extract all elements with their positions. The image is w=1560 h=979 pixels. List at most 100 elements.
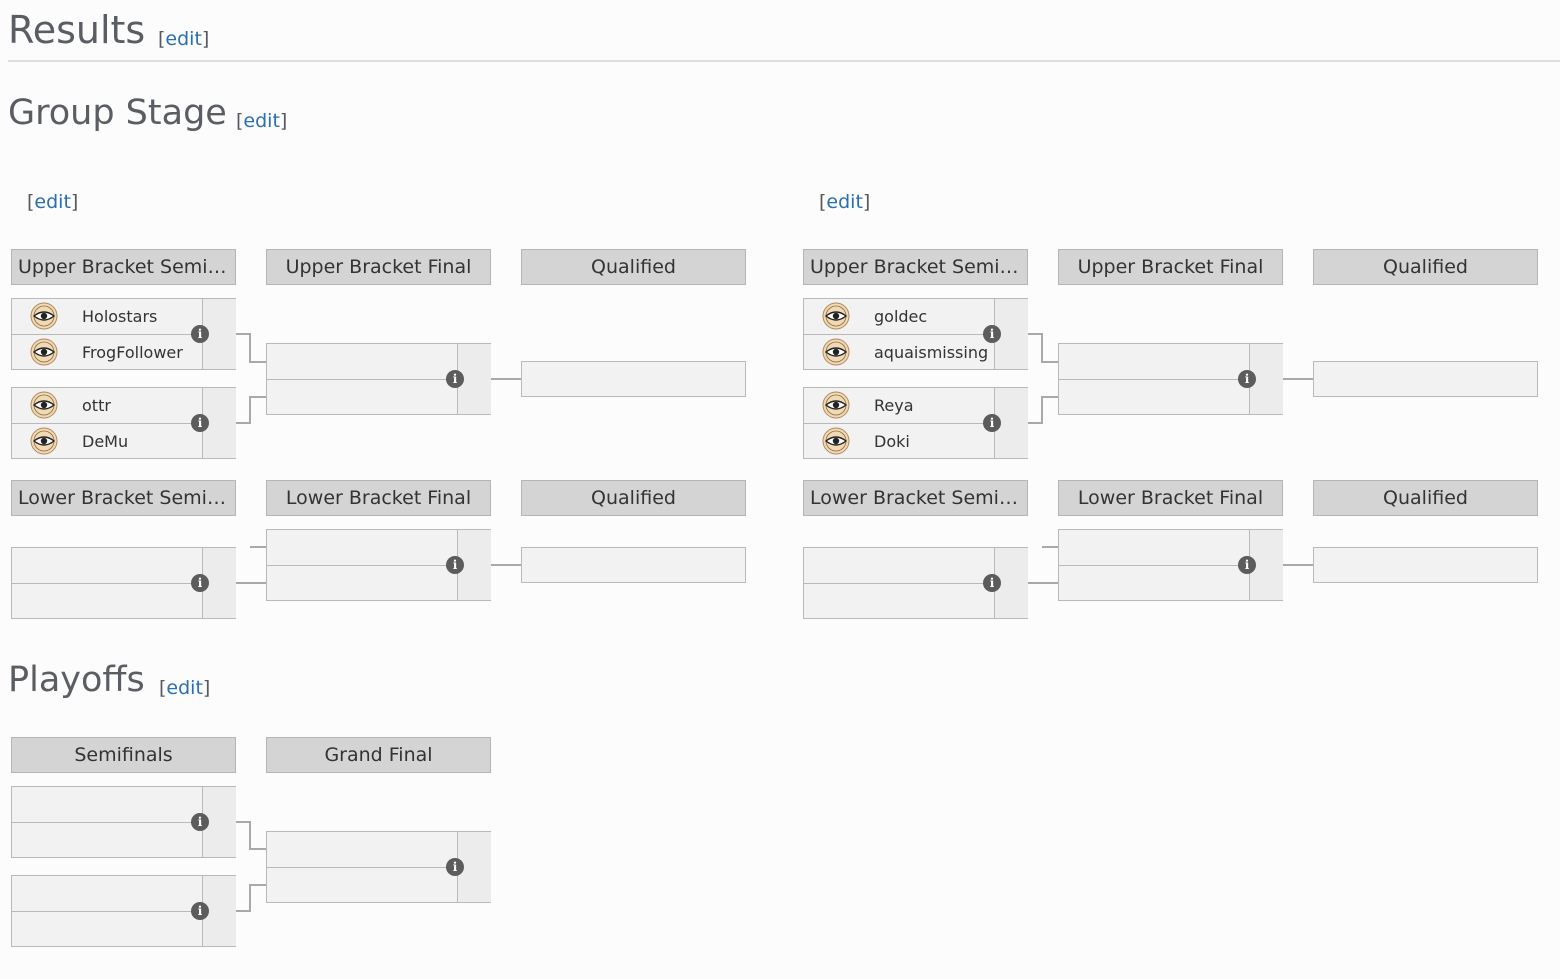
- team-row[interactable]: [267, 868, 457, 903]
- team-row[interactable]: [267, 566, 457, 601]
- info-icon[interactable]: i: [983, 574, 1001, 592]
- team-row[interactable]: [12, 548, 202, 583]
- info-icon[interactable]: i: [1238, 556, 1256, 574]
- group-a-ub-final-header: Upper Bracket Final: [266, 249, 491, 285]
- team-name: DeMu: [82, 432, 129, 451]
- playoffs-semifinals-header: Semifinals: [11, 737, 236, 773]
- row-divider: [804, 423, 994, 424]
- team-row[interactable]: ottr: [12, 388, 202, 423]
- row-divider: [804, 583, 994, 584]
- info-icon[interactable]: i: [191, 414, 209, 432]
- team-row[interactable]: [1059, 566, 1249, 601]
- group-b-ub-semifinal-1: goldec aquaismissing i: [803, 298, 1028, 370]
- team-row[interactable]: Holostars: [12, 299, 202, 334]
- row-divider: [1059, 565, 1249, 566]
- team-row[interactable]: [1059, 380, 1249, 415]
- group-b-lb-final-match: i: [1058, 529, 1283, 601]
- team-row[interactable]: [12, 584, 202, 619]
- group-b-lb-final-header: Lower Bracket Final: [1058, 480, 1283, 516]
- team-name: ottr: [82, 396, 111, 415]
- group-a-lb-final-match: i: [266, 529, 491, 601]
- group-b-qualified-upper-slot[interactable]: [1313, 361, 1538, 397]
- playoffs-heading: Playoffs: [8, 660, 145, 700]
- info-icon[interactable]: i: [983, 325, 1001, 343]
- eye-logo-icon: [822, 391, 850, 419]
- group-a-qualified-lower-header: Qualified: [521, 480, 746, 516]
- group-b-qualified-lower-header: Qualified: [1313, 480, 1538, 516]
- info-icon[interactable]: i: [191, 902, 209, 920]
- info-icon[interactable]: i: [446, 370, 464, 388]
- team-row[interactable]: FrogFollower: [12, 335, 202, 370]
- group-a-ub-final-match: i: [266, 343, 491, 415]
- group-a-qualified-upper-header: Qualified: [521, 249, 746, 285]
- team-row[interactable]: [804, 584, 994, 619]
- group-b-ub-final-header: Upper Bracket Final: [1058, 249, 1283, 285]
- info-icon[interactable]: i: [446, 858, 464, 876]
- group-b-lb-semifinal: i: [803, 547, 1028, 619]
- team-row[interactable]: DeMu: [12, 424, 202, 459]
- info-icon[interactable]: i: [983, 414, 1001, 432]
- group-stage-edit-link[interactable]: [edit]: [236, 110, 288, 132]
- team-row[interactable]: [804, 548, 994, 583]
- team-row[interactable]: [12, 912, 202, 947]
- row-divider: [267, 565, 457, 566]
- team-row[interactable]: [267, 832, 457, 867]
- group-b-edit-link[interactable]: [edit]: [819, 191, 871, 213]
- team-row[interactable]: [1059, 344, 1249, 379]
- team-row[interactable]: [267, 530, 457, 565]
- team-name: aquaismissing: [874, 343, 989, 362]
- group-a-edit-link[interactable]: [edit]: [27, 191, 79, 213]
- info-icon[interactable]: i: [191, 325, 209, 343]
- team-row[interactable]: aquaismissing: [804, 335, 994, 370]
- results-edit-link[interactable]: [edit]: [158, 28, 210, 50]
- group-b-qualified-lower-slot[interactable]: [1313, 547, 1538, 583]
- eye-logo-icon: [822, 427, 850, 455]
- row-divider: [267, 379, 457, 380]
- team-name: FrogFollower: [82, 343, 183, 362]
- playoffs-semifinal-1: i: [11, 786, 236, 858]
- team-row[interactable]: [12, 823, 202, 858]
- playoffs-grand-final-header: Grand Final: [266, 737, 491, 773]
- row-divider: [804, 334, 994, 335]
- team-row[interactable]: [267, 380, 457, 415]
- group-a-qualified-upper-slot[interactable]: [521, 361, 746, 397]
- group-a-qualified-lower-slot[interactable]: [521, 547, 746, 583]
- team-name: goldec: [874, 307, 928, 326]
- group-stage-heading: Group Stage: [8, 93, 227, 133]
- group-a-ub-semifinal-1: Holostars FrogFollower i: [11, 298, 236, 370]
- team-name: Doki: [874, 432, 910, 451]
- results-heading: Results: [8, 8, 146, 52]
- playoffs-edit-link[interactable]: [edit]: [159, 677, 211, 699]
- playoffs-grand-final-match: i: [266, 831, 491, 903]
- row-divider: [12, 911, 202, 912]
- team-row[interactable]: [267, 344, 457, 379]
- team-row[interactable]: [1059, 530, 1249, 565]
- team-row[interactable]: Reya: [804, 388, 994, 423]
- eye-logo-icon: [30, 427, 58, 455]
- team-name: Reya: [874, 396, 914, 415]
- info-icon[interactable]: i: [446, 556, 464, 574]
- heading-divider: [8, 60, 1560, 62]
- group-a-lb-semifinals-header: Lower Bracket Semifi...: [11, 480, 236, 516]
- team-row[interactable]: Doki: [804, 424, 994, 459]
- group-b-ub-semifinals-header: Upper Bracket Semifi...: [803, 249, 1028, 285]
- row-divider: [12, 334, 202, 335]
- team-row[interactable]: goldec: [804, 299, 994, 334]
- team-row[interactable]: [12, 787, 202, 822]
- group-b-qualified-upper-header: Qualified: [1313, 249, 1538, 285]
- group-a-lb-semifinal: i: [11, 547, 236, 619]
- eye-logo-icon: [30, 391, 58, 419]
- info-icon[interactable]: i: [191, 574, 209, 592]
- group-a-lb-final-header: Lower Bracket Final: [266, 480, 491, 516]
- group-b-ub-final-match: i: [1058, 343, 1283, 415]
- info-icon[interactable]: i: [191, 813, 209, 831]
- group-b-ub-semifinal-2: Reya Doki i: [803, 387, 1028, 459]
- eye-logo-icon: [30, 338, 58, 366]
- row-divider: [12, 423, 202, 424]
- eye-logo-icon: [30, 302, 58, 330]
- row-divider: [12, 822, 202, 823]
- row-divider: [267, 867, 457, 868]
- group-a-ub-semifinal-2: ottr DeMu i: [11, 387, 236, 459]
- team-row[interactable]: [12, 876, 202, 911]
- info-icon[interactable]: i: [1238, 370, 1256, 388]
